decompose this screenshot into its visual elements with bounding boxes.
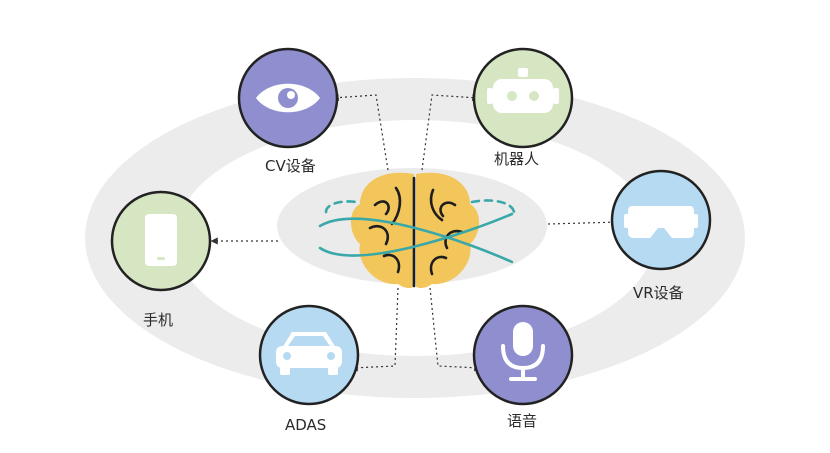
eye-icon — [256, 83, 320, 113]
brain-icon — [318, 172, 516, 288]
phone-icon — [145, 214, 177, 266]
microphone-icon — [501, 322, 545, 381]
node-phone — [110, 190, 212, 292]
connector-cv — [331, 94, 389, 171]
car-icon — [276, 332, 342, 375]
label-phone: 手机 — [143, 311, 174, 329]
label-robot: 机器人 — [494, 150, 540, 168]
label-vr: VR设备 — [633, 284, 684, 302]
connector-vr — [547, 218, 622, 226]
connector-voice — [429, 287, 482, 372]
connector-adas — [350, 287, 399, 372]
robot-icon — [487, 68, 559, 113]
label-voice: 语音 — [507, 412, 538, 430]
vr-headset-icon — [624, 206, 698, 238]
node-robot — [472, 47, 574, 149]
connectors — [210, 94, 622, 372]
node-cv — [237, 47, 339, 149]
node-adas — [258, 304, 360, 406]
node-voice — [472, 304, 574, 406]
node-vr — [610, 169, 712, 271]
label-adas: ADAS — [285, 416, 327, 434]
connector-robot — [421, 94, 480, 171]
label-cv: CV设备 — [265, 157, 316, 175]
